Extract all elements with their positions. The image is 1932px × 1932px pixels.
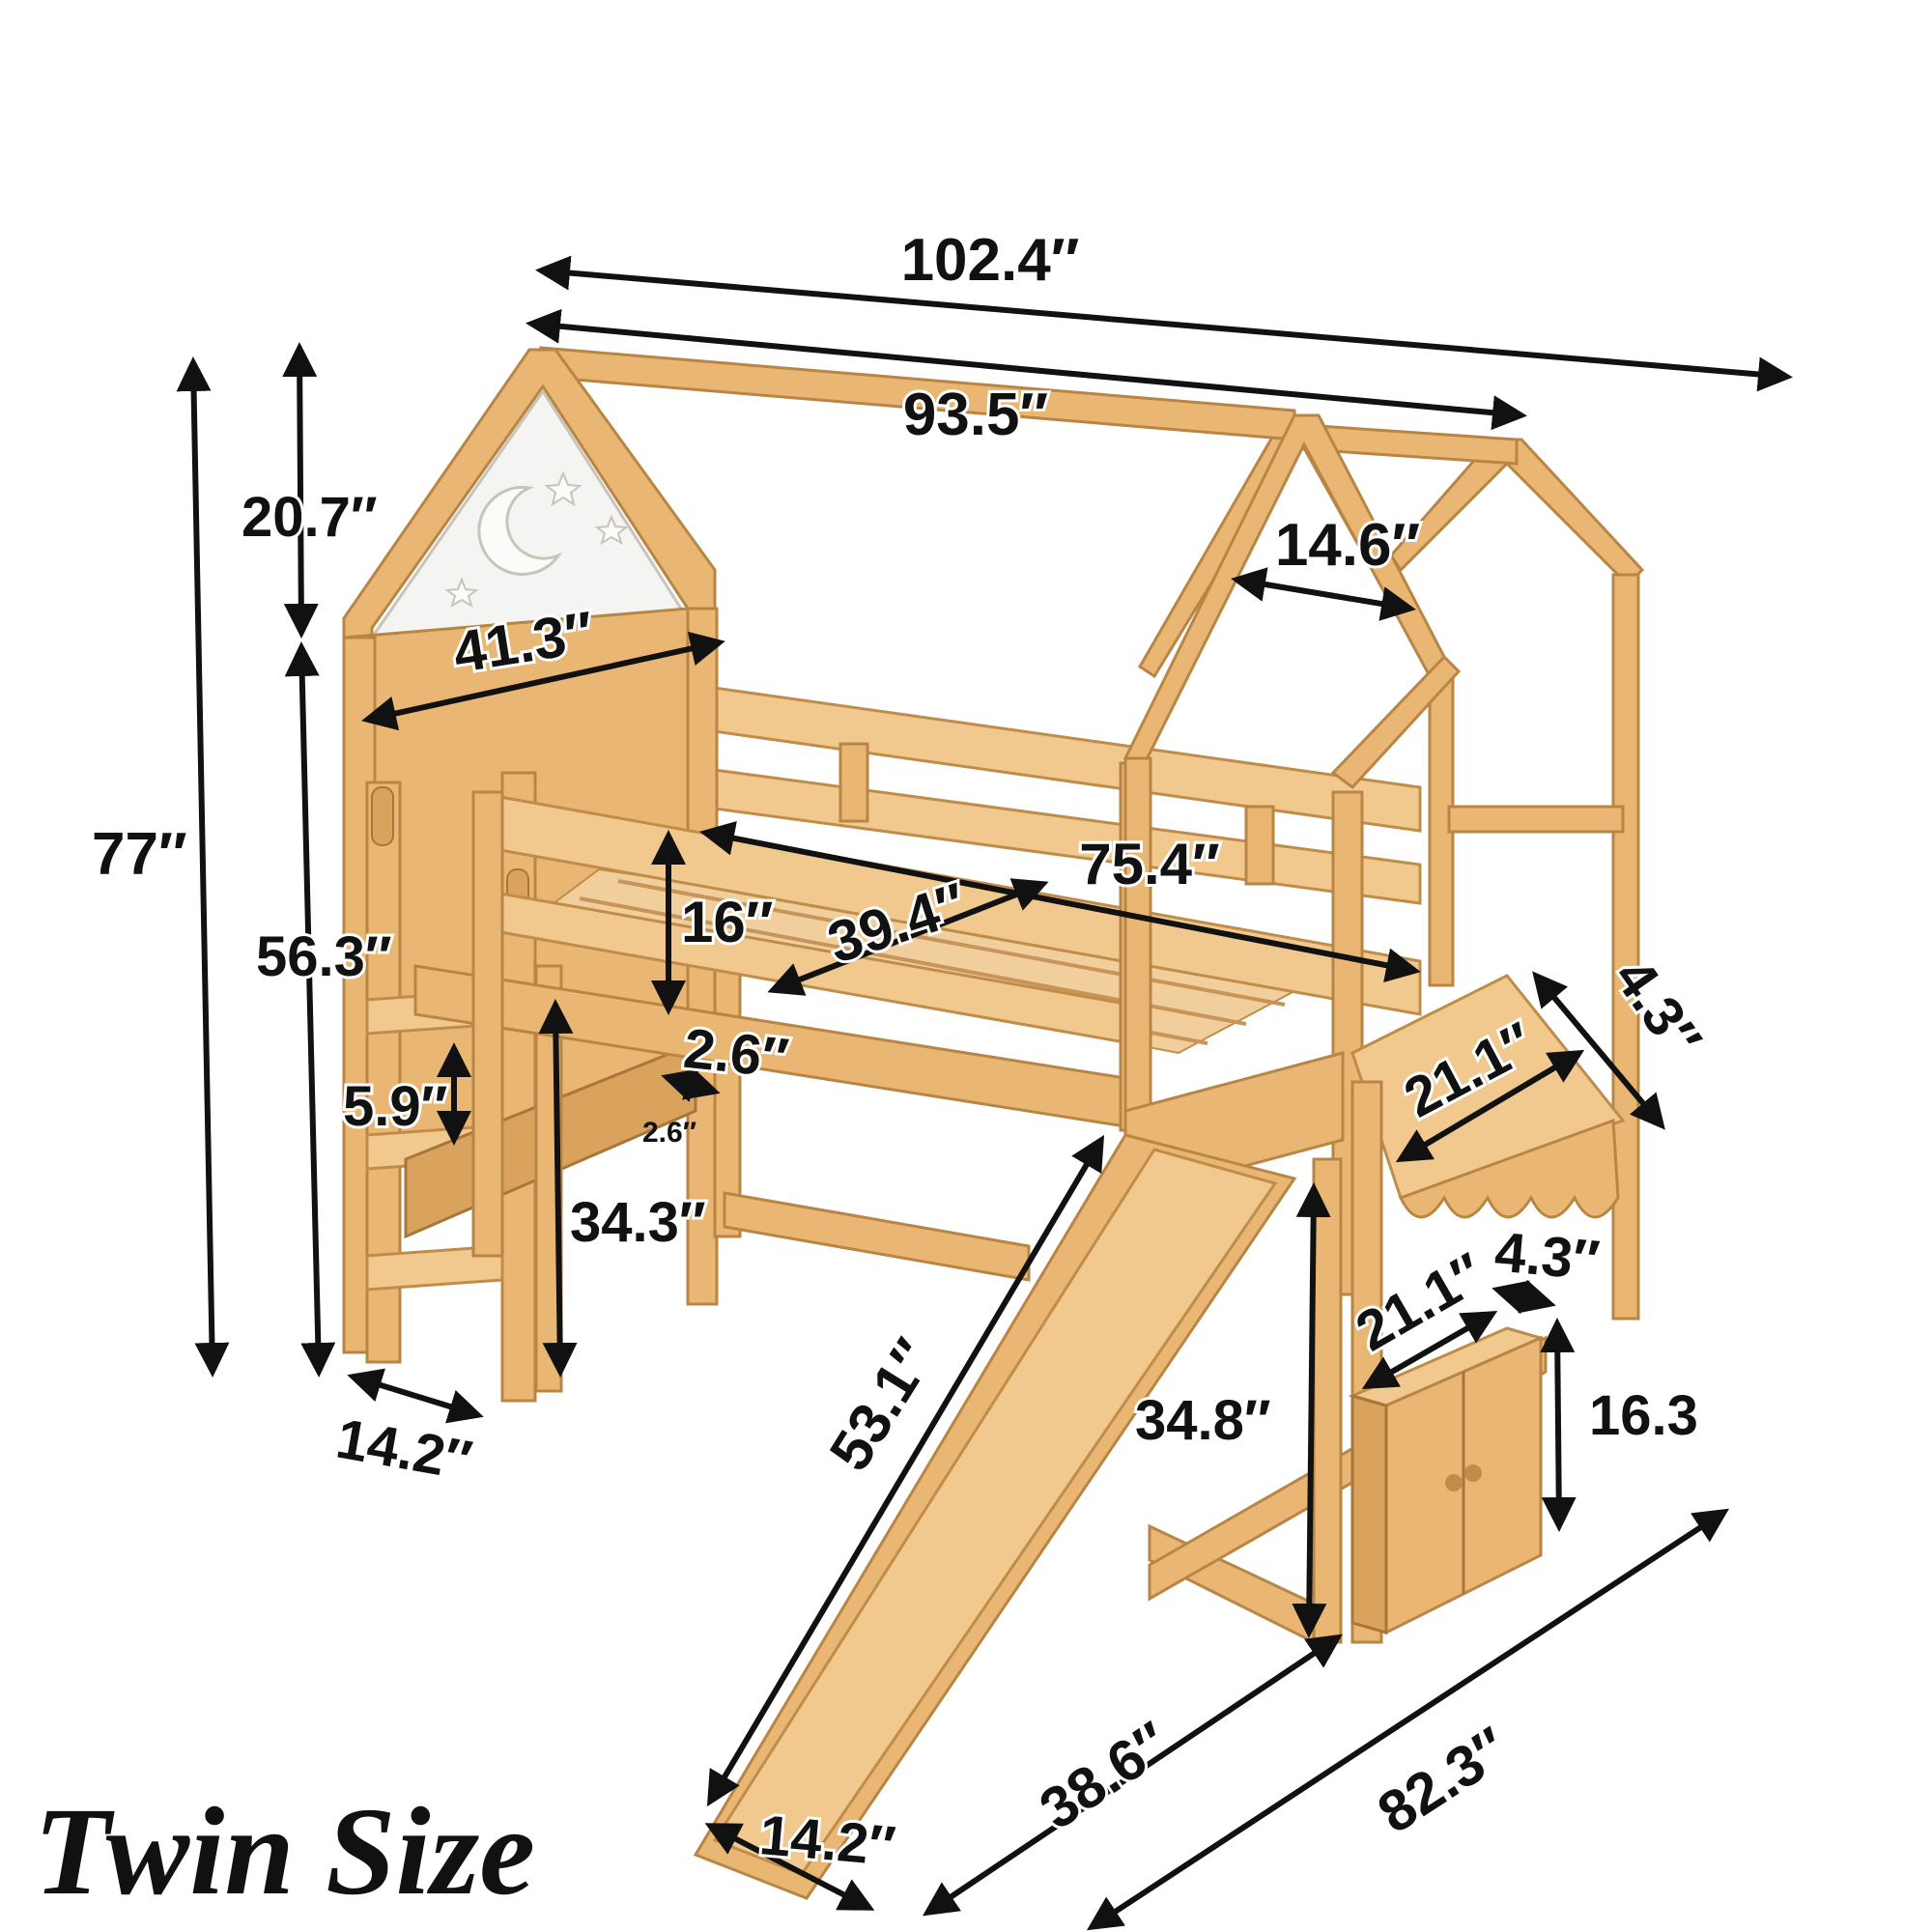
label-guardrail-height: 16″ xyxy=(681,890,773,954)
dimension-arrows xyxy=(176,255,1793,1931)
label-step-spacing: 5.9″ xyxy=(343,1075,447,1138)
label-slide-width: 14.2″ xyxy=(757,1804,898,1878)
label-slide-reach: 38.6″ xyxy=(1028,1710,1180,1842)
label-roof-top-width: 14.6″ xyxy=(1275,512,1420,579)
label-end-height: 56.3″ xyxy=(256,925,392,988)
cabinet-knob xyxy=(1445,1474,1463,1492)
label-overall-height: 77″ xyxy=(92,821,187,888)
moon-icon xyxy=(477,485,563,576)
label-step-thickness: 2.6″ xyxy=(642,1117,696,1149)
label-under-bed-clearance: 34.3″ xyxy=(570,1191,706,1254)
label-roof-height: 20.7″ xyxy=(242,486,378,549)
star-icon xyxy=(444,577,479,609)
cabinet-knob xyxy=(1464,1464,1482,1482)
label-slide-length: 53.1″ xyxy=(817,1328,947,1482)
size-title: Twin Size xyxy=(34,1782,535,1921)
label-cabinet-depth: 4.3″ xyxy=(1492,1220,1603,1292)
star-icon xyxy=(544,470,582,507)
ladder xyxy=(365,771,537,1403)
label-mattress-length: 75.4″ xyxy=(1079,832,1220,896)
label-slat-thickness: 2.6″ xyxy=(681,1017,792,1091)
star-icon xyxy=(594,514,629,546)
label-ladder-depth: 14.2″ xyxy=(331,1407,476,1492)
label-cabinet-height: 16.3 xyxy=(1589,1384,1698,1447)
loft-bed-illustration xyxy=(342,346,1645,1900)
label-deck-height: 34.8″ xyxy=(1135,1389,1271,1452)
label-overall-length: 102.4″ xyxy=(901,227,1080,294)
lower-side-rail xyxy=(723,1191,1031,1282)
label-top-rail-length: 93.5″ xyxy=(903,382,1048,448)
